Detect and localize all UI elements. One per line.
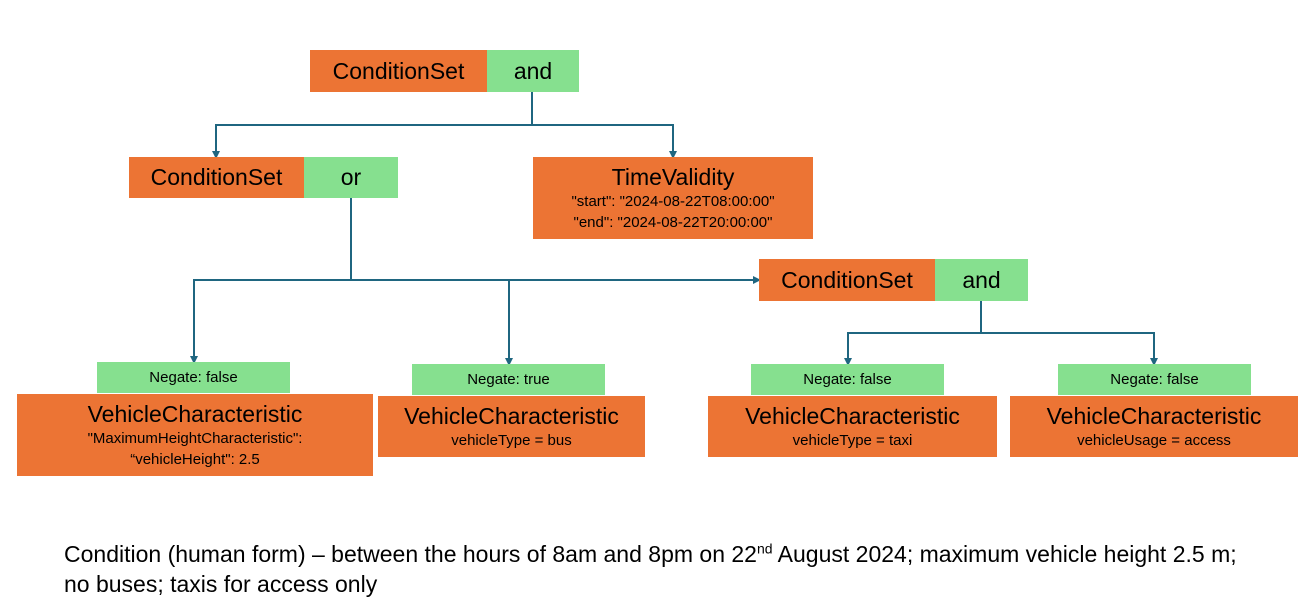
edge-and-to-access [981, 332, 1158, 366]
edge-root-to-time [532, 124, 677, 159]
and-conditionset-label: ConditionSet [759, 259, 935, 301]
vc-bus-title: VehicleCharacteristic [404, 403, 619, 429]
edge-or-to-bus [351, 279, 513, 366]
vc-access-line1: vehicleUsage = access [1077, 432, 1231, 449]
edge-or-to-height [190, 198, 352, 364]
or-operator: or [304, 157, 398, 198]
vehicle-characteristic-bus: VehicleCharacteristic vehicleType = bus [378, 396, 645, 457]
vc-height-line1: "MaximumHeightCharacteristic": [87, 430, 303, 447]
edge-root-to-or-set [212, 92, 533, 159]
vehicle-characteristic-taxi: VehicleCharacteristic vehicleType = taxi [708, 396, 997, 457]
root-conditionset-label: ConditionSet [310, 50, 487, 92]
time-validity-start: "start": "2024-08-22T08:00:00" [571, 193, 775, 210]
vc-bus-line1: vehicleType = bus [451, 432, 572, 449]
caption-text-after: August 2024; maximum vehicle height 2.5 … [64, 541, 1237, 597]
negate-badge-height: Negate: false [97, 362, 290, 393]
and-operator: and [935, 259, 1028, 301]
caption-superscript: nd [756, 540, 773, 557]
vehicle-characteristic-height: VehicleCharacteristic "MaximumHeightChar… [17, 394, 373, 476]
vehicle-characteristic-access: VehicleCharacteristic vehicleUsage = acc… [1010, 396, 1298, 457]
root-operator-and: and [487, 50, 579, 92]
time-validity-node: TimeValidity "start": "2024-08-22T08:00:… [533, 157, 813, 239]
negate-badge-access: Negate: false [1058, 364, 1251, 395]
edge-and-to-taxi [844, 301, 982, 366]
caption-text-before: Condition (human form) – between the hou… [64, 541, 757, 567]
negate-badge-bus: Negate: true [412, 364, 605, 395]
vc-height-line2: “vehicleHeight": 2.5 [130, 451, 260, 468]
vc-taxi-line1: vehicleType = taxi [792, 432, 913, 449]
time-validity-title: TimeValidity [611, 164, 735, 190]
or-conditionset-label: ConditionSet [129, 157, 304, 198]
time-validity-end: "end": "2024-08-22T20:00:00" [573, 214, 773, 231]
vc-taxi-title: VehicleCharacteristic [745, 403, 960, 429]
vc-height-title: VehicleCharacteristic [87, 401, 303, 427]
vc-access-title: VehicleCharacteristic [1046, 403, 1262, 429]
negate-badge-taxi: Negate: false [751, 364, 944, 395]
human-form-caption: Condition (human form) – between the hou… [64, 539, 1264, 599]
